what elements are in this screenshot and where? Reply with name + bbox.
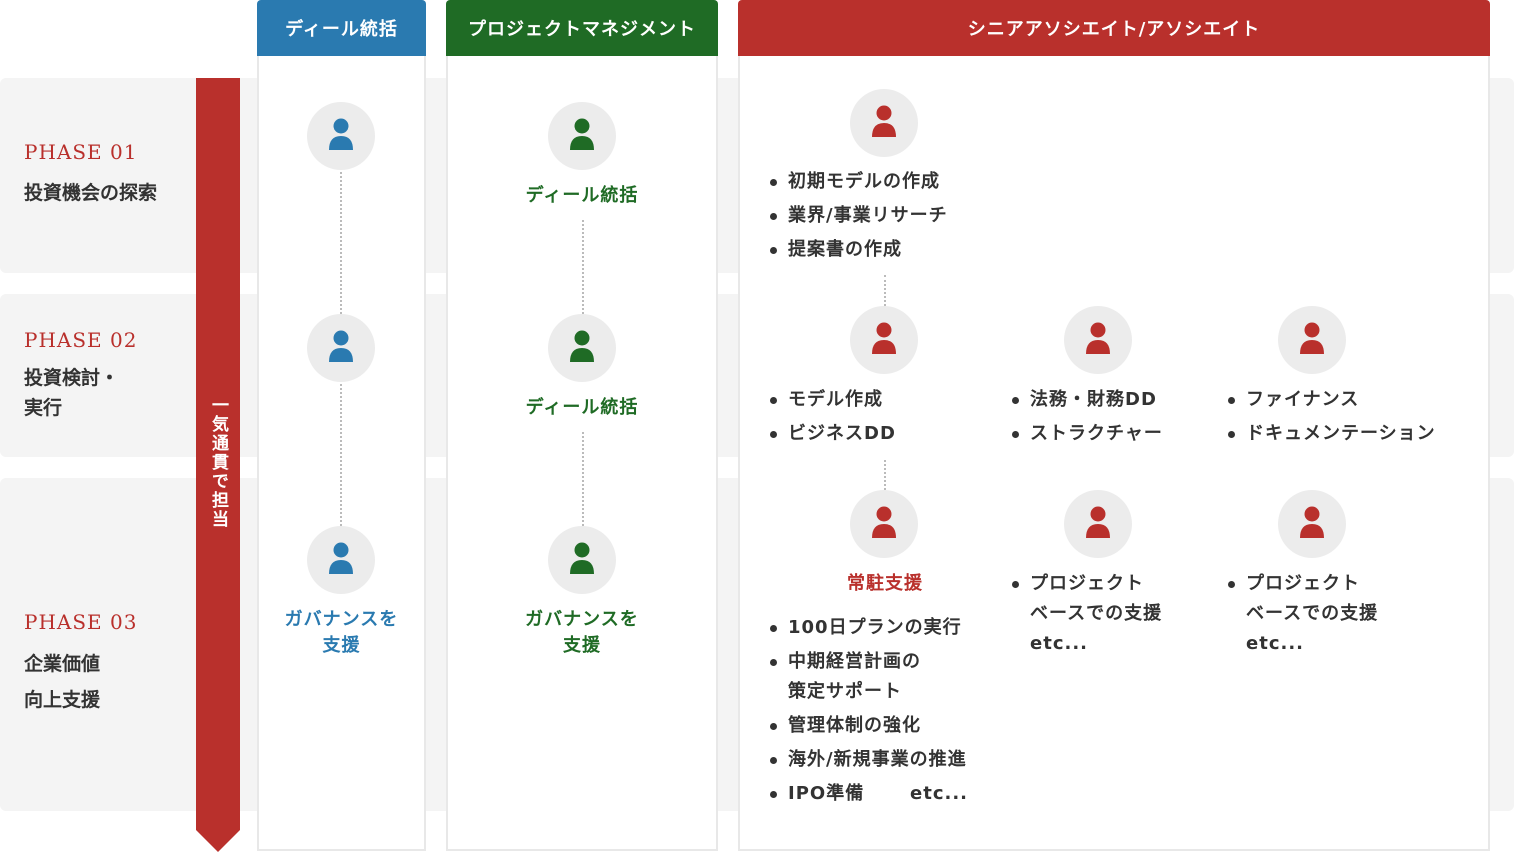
person-avatar <box>850 490 918 558</box>
task-item: ファイナンス <box>1228 385 1359 415</box>
role-label: ディール統括 <box>525 397 639 418</box>
phase-title: 企業価値 <box>24 653 101 675</box>
person-icon <box>1300 322 1324 354</box>
person-icon <box>570 542 594 574</box>
task-item: 海外/新規事業の推進 <box>770 745 967 775</box>
role-label: ディール統括 <box>525 185 639 206</box>
connector-line <box>884 275 886 306</box>
column-header: ディール統括 <box>257 0 426 56</box>
person-avatar <box>307 526 375 594</box>
role-label: ガバナンスを支援 <box>525 609 639 656</box>
connector-line <box>340 384 342 526</box>
task-item: 法務・財務DD <box>1012 385 1157 415</box>
task-item: 初期モデルの作成 <box>770 167 940 197</box>
etc-text: etc... <box>1246 633 1304 654</box>
person-avatar <box>307 102 375 170</box>
continuity-arrow: 一気通貫で担当 <box>196 78 240 852</box>
phase-title: 実行 <box>24 397 63 419</box>
phase-number: PHASE 01 <box>24 140 138 164</box>
person-icon <box>570 330 594 362</box>
task-item-continued: ベースでの支援 <box>1030 603 1163 624</box>
task-item: 提案書の作成 <box>770 235 902 265</box>
etc-text: etc... <box>910 783 968 804</box>
person-icon <box>1086 322 1110 354</box>
column-header: シニアアソシエイト/アソシエイト <box>738 0 1490 56</box>
connector-line <box>340 172 342 314</box>
person-avatar <box>1278 490 1346 558</box>
task-item: 100日プランの実行 <box>770 613 962 643</box>
person-icon <box>329 542 353 574</box>
person-avatar <box>548 102 616 170</box>
role-label: ガバナンスを支援 <box>284 609 399 656</box>
person-icon <box>1300 506 1324 538</box>
column-header: プロジェクトマネジメント <box>446 0 718 56</box>
connector-line <box>884 460 886 490</box>
task-item: 管理体制の強化 <box>770 711 921 741</box>
person-avatar <box>1064 306 1132 374</box>
connector-line <box>582 220 584 314</box>
task-item: プロジェクト <box>1012 569 1144 599</box>
person-avatar <box>1278 306 1346 374</box>
task-item: ドキュメンテーション <box>1228 419 1436 449</box>
person-icon <box>1086 506 1110 538</box>
phase-title: 向上支援 <box>24 689 101 711</box>
person-icon <box>872 322 896 354</box>
phase-title: 投資検討・ <box>24 367 120 389</box>
person-avatar <box>850 306 918 374</box>
person-icon <box>872 506 896 538</box>
task-item-continued: 策定サポート <box>788 681 902 702</box>
person-avatar <box>307 314 375 382</box>
task-item-continued: ベースでの支援 <box>1246 603 1379 624</box>
phase-number: PHASE 03 <box>24 610 138 634</box>
task-item: IPO準備 <box>770 779 864 809</box>
task-item: ストラクチャー <box>1012 419 1163 449</box>
task-item: モデル作成 <box>770 385 883 415</box>
phase-title: 投資機会の探索 <box>24 182 158 204</box>
arrow-label: 一気通貫で担当 <box>208 396 228 529</box>
person-avatar <box>548 314 616 382</box>
person-icon <box>872 105 896 137</box>
task-item: ビジネスDD <box>770 419 896 449</box>
person-avatar <box>850 89 918 157</box>
task-item: 業界/事業リサーチ <box>770 201 948 231</box>
task-item: プロジェクト <box>1228 569 1360 599</box>
person-icon <box>329 118 353 150</box>
phase-number: PHASE 02 <box>24 328 138 352</box>
etc-text: etc... <box>1030 633 1088 654</box>
task-item: 中期経営計画の <box>770 647 921 677</box>
role-label: 常駐支援 <box>847 573 923 594</box>
person-icon <box>570 118 594 150</box>
person-icon <box>329 330 353 362</box>
connector-line <box>582 432 584 526</box>
person-avatar <box>1064 490 1132 558</box>
person-avatar <box>548 526 616 594</box>
